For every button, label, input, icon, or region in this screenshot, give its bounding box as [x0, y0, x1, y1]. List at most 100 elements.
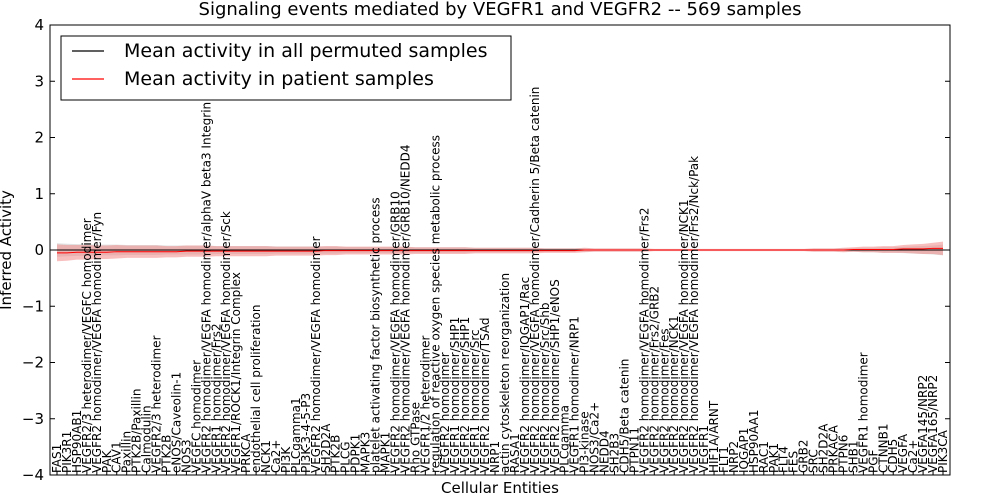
x-tick-label: PIK3CA: [936, 429, 950, 473]
x-tick-label: VEGFR2 homodimer/VEGFA homodimer/Frs2/Nc…: [687, 156, 701, 473]
x-tick-label: VEGFR1 homodimer/Frs2: [209, 323, 223, 473]
x-tick-label: NEDD4: [598, 430, 612, 473]
x-tick-label: PTK2B: [160, 435, 174, 473]
y-tick-label: 2: [34, 129, 44, 147]
x-tick-label: PLCG: [339, 441, 353, 473]
x-tick-label: PLCgamma: [558, 405, 572, 473]
x-tick-label: VEGFR2/3 heterodimer: [150, 335, 164, 473]
x-tick-label: NCK1: [259, 440, 273, 473]
x-tick-label: Ca2+: [269, 440, 283, 473]
x-tick-label: VEGFR2 homodimer/NCK1: [667, 315, 681, 473]
x-tick-label: CTNNB1: [876, 423, 890, 473]
y-tick-label: −1: [22, 297, 44, 315]
x-tick-label: VEGFR1/2 heterodimer: [418, 335, 432, 473]
x-tick-label: VEGFR2 homodimer/VEGFA homodimer: [309, 236, 323, 473]
x-tick-label: FLT4: [777, 446, 791, 473]
x-tick-label: regulation of reactive oxygen species me…: [428, 135, 442, 473]
x-tick-label: VEGFR2 homodimer/VEGFA homodimer/Cadheri…: [528, 87, 542, 473]
x-tick-label: PAK: [100, 449, 114, 473]
x-tick-label: VEGFR2 homodimer/VEGFA homodimer/NCK1: [677, 199, 691, 473]
x-tick-label: HSP90AA1: [747, 409, 761, 473]
series-line-patient: [57, 247, 943, 254]
legend-label-patient: Mean activity in patient samples: [124, 68, 434, 90]
x-tick-label: PDPK1: [349, 434, 363, 473]
patient-band: [57, 241, 943, 262]
x-tick-label: SH2D2A: [817, 423, 831, 473]
x-axis-label: Cellular Entities: [441, 479, 559, 497]
x-tick-label: NRP1: [488, 441, 502, 473]
legend-label-permuted: Mean activity in all permuted samples: [124, 40, 487, 62]
x-tick-label: NRP2: [727, 441, 741, 473]
x-tick-label: VEGFR2 homodimer/VEGFA homodimer/GRB10/N…: [398, 144, 412, 473]
x-tick-label: VEGFR2 homodimer: [438, 352, 452, 473]
x-tick-label: CDH5: [886, 439, 900, 473]
x-tick-label: RASA1: [508, 433, 522, 473]
x-tick-label: VEGFR2 homodimer/VEGFA homodimer/GRB10: [388, 191, 402, 473]
x-tick-label: PTK2B/Paxillin: [130, 389, 144, 473]
x-tick-label: VEGFR2 homodimer/VEGFA homodimer/Frs2: [637, 208, 651, 474]
x-tick-label: SH2D2A: [319, 423, 333, 473]
x-tick-label: PLCgamma1: [289, 397, 303, 473]
chart-title: Signaling events mediated by VEGFR1 and …: [199, 0, 802, 20]
x-tick-label: PRKCA: [239, 433, 253, 473]
x-tick-label: MAPK1: [379, 432, 393, 473]
x-tick-label: VEGFA: [896, 433, 910, 473]
y-tick-label: 1: [34, 185, 44, 203]
x-tick-label: VEGFR2 homodimer/Frs2/GRB2: [647, 286, 661, 473]
x-tick-label: PGF: [866, 449, 880, 473]
x-tick-label: eNOS/Caveolin-1: [169, 372, 183, 473]
x-tick-label: Rho GTPase: [408, 402, 422, 473]
y-tick-label: 0: [34, 241, 44, 259]
x-tick-label: SH2B3: [607, 433, 621, 473]
plot-area: −4−3−2−101234FAS1PIK3R1HSP90AB1VEGFR2/3 …: [22, 16, 951, 484]
x-tick-label: VEGFR1 homodimer/NRP1: [568, 316, 582, 473]
x-tick-label: IQGAP1: [737, 428, 751, 473]
x-tick-label: PTK2B: [329, 435, 343, 473]
x-tick-label: VEGFC homodimer: [189, 360, 203, 473]
y-tick-label: 4: [34, 16, 44, 34]
x-tick-label: VEGFR2 homodimer/TSAd: [478, 317, 492, 473]
x-tick-label: VEGFR1: [697, 425, 711, 473]
x-tick-label: NOS3/Ca2+: [588, 402, 602, 473]
y-tick-label: −3: [22, 410, 44, 428]
x-tick-label: HSP90AB1: [70, 410, 84, 473]
x-tick-label: VEGFR2 homodimer/IQGAP1/Rac: [518, 277, 532, 473]
y-tick-label: −4: [22, 466, 44, 484]
x-tick-label: VEGFR2 homodimer/VEGFA homodimer/alphaV …: [199, 102, 213, 473]
y-tick-label: 3: [34, 72, 44, 90]
x-tick-label: Paxillin: [120, 431, 134, 473]
y-axis-label: Inferred Activity: [0, 190, 15, 310]
x-tick-label: SRC: [807, 449, 821, 473]
x-tick-label: VEGFR1 homodimer: [856, 352, 870, 473]
x-tick-label: HIF1A/ARNT: [707, 400, 721, 473]
x-tick-label: PAK1: [767, 443, 781, 473]
x-tick-label: VEGFA165/NRP2: [926, 375, 940, 473]
x-tick-label: PI3K: [279, 446, 293, 473]
x-tick-label: SHB1: [846, 440, 860, 473]
x-tick-label: PRKACA: [826, 424, 840, 473]
x-tick-label: Ca2+: [906, 440, 920, 473]
x-tick-label: VEGFR1 homodimer/SHP1: [448, 317, 462, 473]
legend: Mean activity in all permuted samples Me…: [60, 35, 512, 101]
x-tick-label: actin cytoskeleton reorganization: [498, 273, 512, 473]
x-tick-label: VEGFA145/NRP2: [916, 375, 930, 473]
x-tick-label: MAPK3: [359, 432, 373, 473]
x-tick-label: PI3-kinase: [578, 411, 592, 473]
x-tick-label: platelet activating factor biosynthetic …: [369, 197, 383, 473]
x-tick-label: VEGFR2 homodimer/VEGFA homodimer/Fyn: [90, 212, 104, 473]
x-tick-label: Calmodulin: [140, 405, 154, 473]
x-tick-label: PTPN6: [836, 435, 850, 473]
x-tick-label: FES: [787, 451, 801, 473]
x-tick-label: VEGFR2 homodimer/Fes: [657, 328, 671, 473]
x-tick-label: VEGFR1 homodimer/Src: [468, 329, 482, 473]
x-tick-label: FAS1: [50, 444, 64, 473]
x-tick-label: PI3K-3-4-5-P3: [299, 393, 313, 473]
x-tick-label: CAV1: [110, 441, 124, 473]
x-tick-label: CDH5/Beta catenin: [617, 359, 631, 473]
x-tick-label: VEGFR2/3 heterodimer/VEGFC homodimer: [80, 218, 94, 473]
x-tick-label: VEGFR2 homodimer/SHP1/eNOS: [548, 279, 562, 473]
x-tick-label: endothelial cell proliferation: [249, 305, 263, 473]
legend-box: [60, 35, 512, 101]
x-tick-label: VEGFR2 homodimer/Src/Shb: [538, 302, 552, 473]
